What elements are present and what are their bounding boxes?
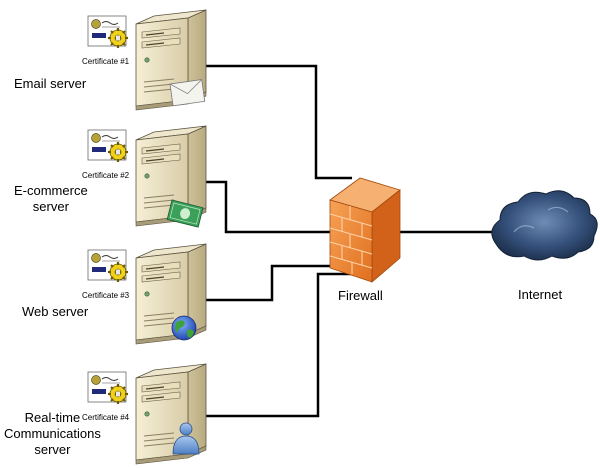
certificate-1-icon [86, 14, 130, 50]
certificate-label-3: Certificate #3 [82, 291, 130, 300]
envelope-icon [169, 79, 206, 107]
server-label-rtc: Real-time Communications server [4, 410, 101, 457]
certificate-3-icon [86, 248, 130, 284]
globe-icon [171, 315, 197, 341]
server-label-ecommerce: E-commerce server [14, 183, 88, 214]
cloud-icon [491, 190, 598, 261]
server-label-email: Email server [14, 76, 87, 91]
firewall-icon [329, 177, 401, 283]
link-web-server [172, 264, 352, 302]
certificate-label-2: Certificate #2 [82, 171, 130, 180]
certificate-2-icon [86, 128, 130, 164]
server-label-web: Web server [22, 304, 89, 319]
internet-label: Internet [518, 287, 563, 302]
certificate-label-4: Certificate #4 [82, 413, 130, 422]
user-icon [172, 422, 200, 455]
firewall-label: Firewall [338, 288, 383, 303]
certificate-4-icon [86, 370, 130, 406]
money-icon [166, 199, 204, 228]
certificate-label-1: Certificate #1 [82, 57, 130, 66]
link-email-server [172, 64, 352, 180]
link-rtc-server [172, 272, 360, 418]
